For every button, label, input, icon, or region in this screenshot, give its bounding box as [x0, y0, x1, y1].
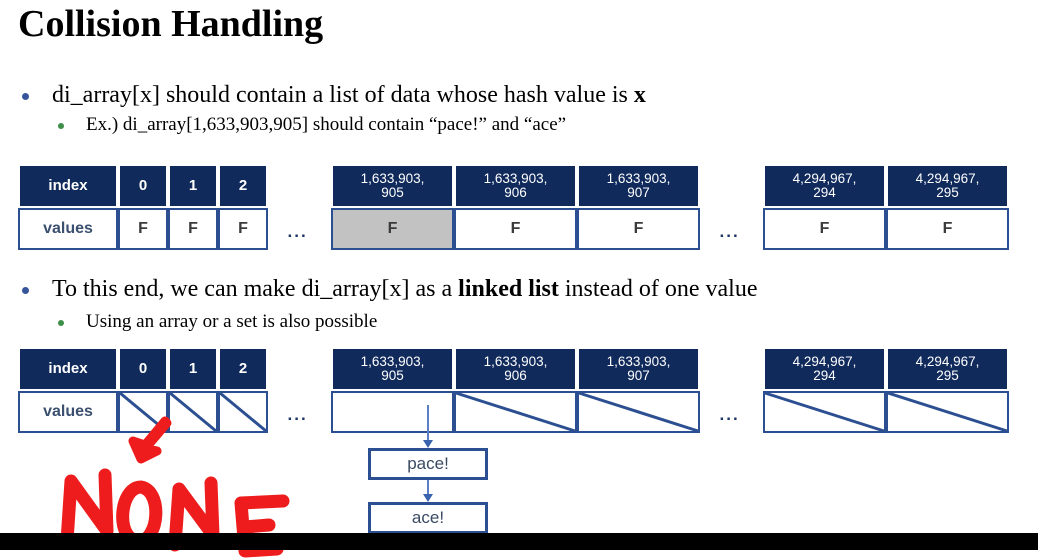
- table-value-cell-low-indices-0: F: [118, 208, 168, 250]
- table-header-cell-low-indices-0: 0: [118, 164, 168, 208]
- bullet-item-1: di_array[x] should contain a list of dat…: [22, 82, 646, 109]
- table-value-cell-collision-indices-1: [454, 391, 577, 433]
- table-ellipsis: ...: [719, 222, 740, 241]
- table-header-cell-low-indices-0: 0: [118, 347, 168, 391]
- table-value-cell-collision-indices-2: [577, 391, 700, 433]
- table-value-cell-low-indices-1: F: [168, 208, 218, 250]
- table-ellipsis: ...: [287, 405, 308, 424]
- table-header-cell-high-indices-1: 4,294,967,295: [886, 164, 1009, 208]
- table-header-cell-collision-indices-2: 1,633,903,907: [577, 164, 700, 208]
- linked-list-node-0: pace!: [368, 448, 488, 480]
- bullet-1-bold: x: [633, 82, 646, 108]
- linked-list-node-1: ace!: [368, 502, 488, 534]
- table-row-values-label: values: [18, 391, 118, 433]
- table-header-cell-low-indices-2: 2: [218, 164, 268, 208]
- bullet-2-text: Ex.) di_array[1,633,903,905] should cont…: [86, 114, 567, 135]
- bullet-item-2: Ex.) di_array[1,633,903,905] should cont…: [58, 114, 566, 136]
- bullet-dot-icon: [22, 287, 29, 294]
- table-ellipsis: ...: [719, 405, 740, 424]
- bullet-dot-icon: [22, 93, 29, 100]
- linked-list-arrow-1: [423, 480, 433, 502]
- table-value-cell-high-indices-1: [886, 391, 1009, 433]
- table-value-cell-collision-indices-0: F: [331, 208, 454, 250]
- table-value-cell-low-indices-2: [218, 391, 268, 433]
- table-header-cell-low-indices-1: 1: [168, 347, 218, 391]
- table-row-values-label: values: [18, 208, 118, 250]
- table-header-cell-high-indices-1: 4,294,967,295: [886, 347, 1009, 391]
- table-value-cell-collision-indices-1: F: [454, 208, 577, 250]
- table-value-cell-high-indices-0: [763, 391, 886, 433]
- table-value-cell-collision-indices-0: [331, 391, 454, 433]
- bullet-dot-icon: [58, 123, 64, 129]
- table-value-cell-high-indices-1: F: [886, 208, 1009, 250]
- table-value-cell-collision-indices-2: F: [577, 208, 700, 250]
- bullet-1-text: di_array[x] should contain a list of dat…: [52, 82, 634, 108]
- bullet-4-text: Using an array or a set is also possible: [86, 311, 378, 332]
- table-value-cell-low-indices-1: [168, 391, 218, 433]
- table-value-cell-high-indices-0: F: [763, 208, 886, 250]
- bullet-item-3: To this end, we can make di_array[x] as …: [22, 276, 757, 303]
- linked-list-arrow-0: [423, 405, 433, 448]
- table-header-cell-low-indices-2: 2: [218, 347, 268, 391]
- page-title: Collision Handling: [18, 3, 324, 45]
- table-header-cell-collision-indices-0: 1,633,903,905: [331, 164, 454, 208]
- table-header-cell-collision-indices-1: 1,633,903,906: [454, 347, 577, 391]
- bullet-item-4: Using an array or a set is also possible: [58, 311, 377, 333]
- table-value-cell-low-indices-0: [118, 391, 168, 433]
- table-row-header-label: index: [18, 164, 118, 208]
- bullet-3-text-post: instead of one value: [558, 276, 758, 302]
- bottom-black-bar: [0, 533, 1038, 550]
- table-header-cell-collision-indices-0: 1,633,903,905: [331, 347, 454, 391]
- table-header-cell-high-indices-0: 4,294,967,294: [763, 164, 886, 208]
- table-row-header-label: index: [18, 347, 118, 391]
- table-header-cell-low-indices-1: 1: [168, 164, 218, 208]
- table-ellipsis: ...: [287, 222, 308, 241]
- bullet-3-text: To this end, we can make di_array[x] as …: [52, 276, 459, 302]
- table-header-cell-collision-indices-2: 1,633,903,907: [577, 347, 700, 391]
- bullet-3-bold: linked list: [458, 276, 559, 302]
- table-header-cell-high-indices-0: 4,294,967,294: [763, 347, 886, 391]
- bullet-dot-icon: [58, 320, 64, 326]
- table-value-cell-low-indices-2: F: [218, 208, 268, 250]
- table-header-cell-collision-indices-1: 1,633,903,906: [454, 164, 577, 208]
